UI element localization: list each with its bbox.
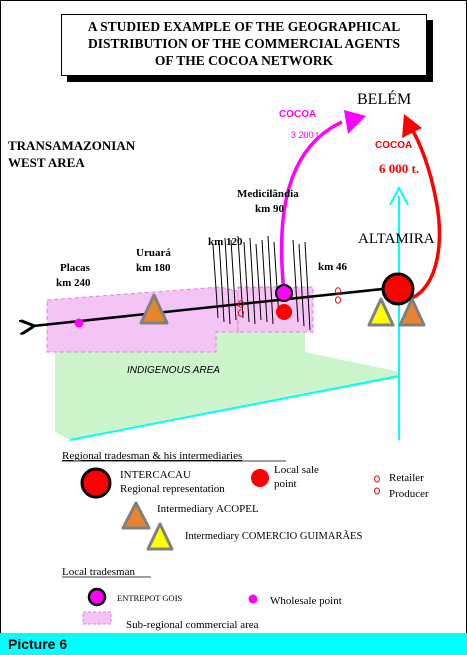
legend-wholesale-symbol	[248, 594, 258, 604]
region-label-line-2: WEST AREA	[8, 155, 85, 170]
legend-acopel-symbol	[121, 501, 151, 530]
legend-intercacau-symbol	[80, 467, 112, 499]
figure-caption: Picture 6	[0, 633, 467, 655]
flow-magenta-amount: 3 200 t.	[291, 130, 321, 140]
placas-name: Placas	[60, 262, 91, 274]
flow-arrowhead-magenta	[344, 110, 366, 134]
legend-producer-symbol	[374, 487, 380, 495]
retailer-producer-markers	[238, 287, 341, 317]
legend-entrepot-label: ENTREPOT GOIS	[117, 593, 183, 603]
intercacau-altamira	[381, 272, 415, 306]
legend-retailer-label: Retailer	[389, 472, 424, 484]
medicilandia-km: km 90	[255, 203, 285, 215]
placas-km: km 240	[56, 277, 91, 289]
legend-local-sale-line-2: point	[274, 478, 297, 490]
altamira-label: ALTAMIRA	[358, 231, 435, 247]
legend-producer-label: Producer	[389, 488, 429, 500]
km46-label: km 46	[318, 261, 348, 273]
region-label-line-1: TRANSAMAZONIAN	[8, 138, 136, 153]
legend-entrepot-symbol	[87, 587, 107, 607]
flow-red-label: COCOA	[375, 140, 412, 151]
legend-local-sale-line-1: Local sale	[274, 464, 319, 476]
legend-intercacau-line-2: Regional representation	[120, 483, 225, 495]
acopel-altamira	[398, 297, 426, 327]
km120-label: km 120	[208, 236, 243, 248]
title-line-1: A STUDIED EXAMPLE OF THE GEOGRAPHICAL	[87, 19, 401, 34]
belem-label: BELÉM	[357, 89, 411, 108]
flow-magenta-label: COCOA	[279, 109, 316, 120]
flow-arrow-red	[403, 125, 442, 302]
flow-arrow-magenta	[279, 120, 343, 293]
legend-acopel-label: Intermediary ACOPEL	[157, 503, 259, 515]
local-sale-point-medicilandia	[276, 304, 292, 320]
title-line-3: OF THE COCOA NETWORK	[154, 53, 334, 68]
legend-subregional-label: Sub-regional commercial area	[126, 619, 259, 631]
river	[69, 185, 409, 441]
legend-retailer-symbol	[374, 475, 380, 483]
legend-regional-heading: Regional tradesman & his intermediaries	[62, 450, 242, 462]
wholesale-point-placas	[74, 318, 84, 328]
legend-local-heading: Local tradesman	[62, 566, 135, 578]
uruara-name: Uruará	[136, 247, 171, 259]
legend-guimaraes-symbol	[146, 522, 174, 551]
transamazonian-road	[33, 286, 393, 326]
indigenous-area-label: INDIGENOUS AREA	[127, 365, 220, 376]
flow-arrowhead-red	[402, 114, 422, 138]
legend-guimaraes-label: Intermediary COMERCIO GUIMARÃES	[185, 530, 362, 542]
legend-intercacau-line-1: INTERCACAU	[120, 469, 191, 481]
legend-subregional-symbol	[82, 611, 112, 625]
entrepot-gois-medicilandia	[275, 284, 293, 302]
title-box: A STUDIED EXAMPLE OF THE GEOGRAPHICAL DI…	[61, 14, 427, 76]
medicilandia-name: Medicilândia	[237, 188, 299, 200]
indigenous-area	[55, 332, 400, 440]
title-line-2: DISTRIBUTION OF THE COMMERCIAL AGENTS	[87, 36, 401, 51]
uruara-km: km 180	[136, 262, 171, 274]
legend-local-sale-symbol	[251, 469, 269, 487]
legend-wholesale-label: Wholesale point	[270, 595, 342, 607]
flow-red-amount: 6 000 t.	[379, 161, 419, 176]
acopel-uruara	[139, 293, 169, 325]
subregional-area-medicilandia	[237, 286, 314, 333]
guimaraes-altamira	[367, 297, 395, 327]
